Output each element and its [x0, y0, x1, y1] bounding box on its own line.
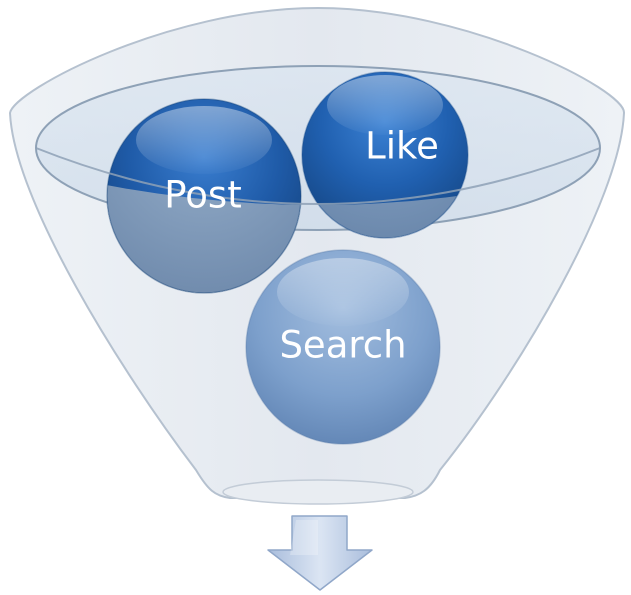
funnel-rim-front-edge: [35, 147, 601, 205]
funnel-spout: [222, 479, 414, 505]
search-ball: [245, 249, 441, 445]
post-ball: [106, 98, 302, 294]
down-arrow-icon: [267, 515, 373, 591]
like-label: Like: [365, 125, 439, 168]
post-label: Post: [164, 174, 241, 217]
search-label: Search: [279, 324, 406, 367]
